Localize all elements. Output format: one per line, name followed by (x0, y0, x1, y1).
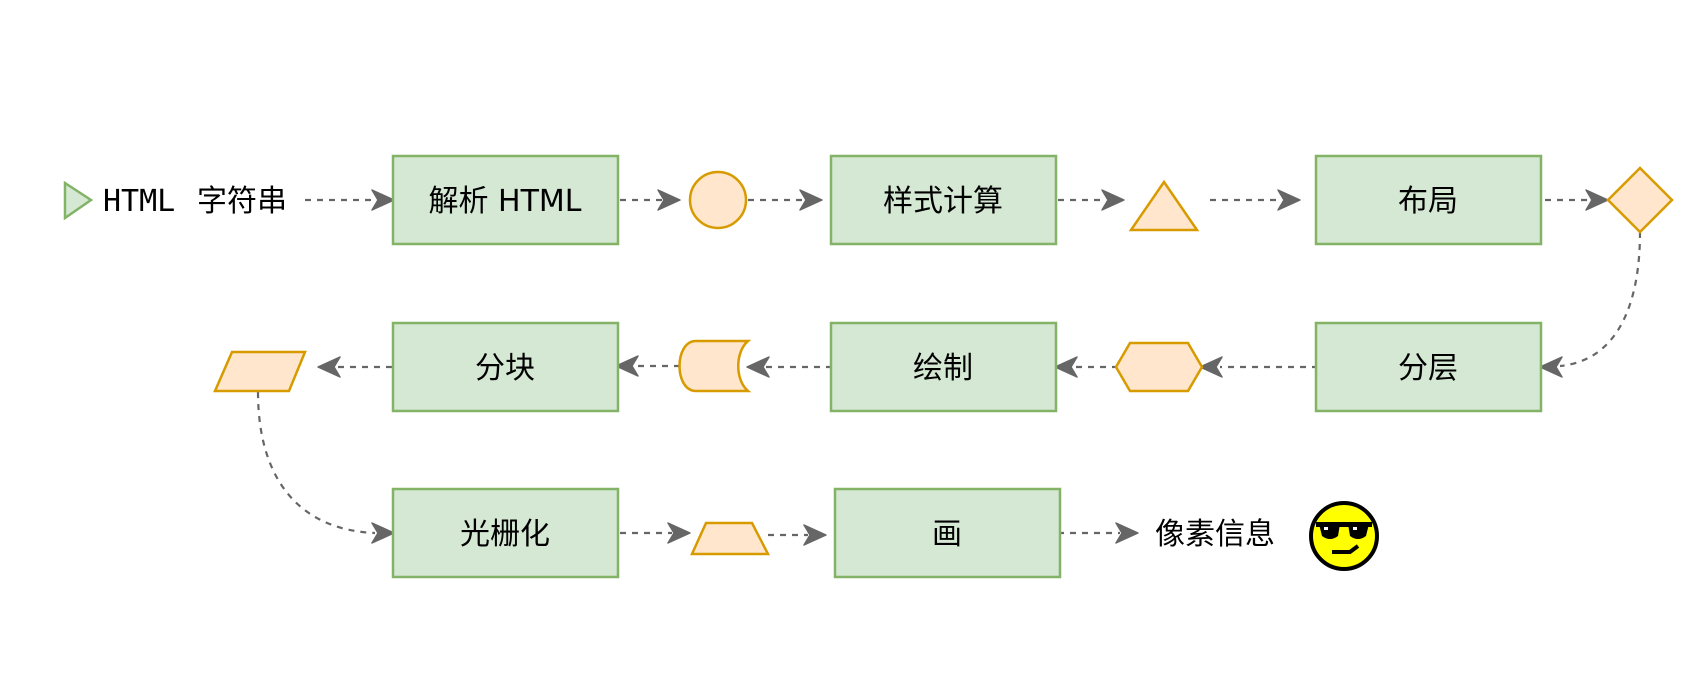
arrowhead-right (371, 522, 395, 544)
diamond-shape (1606, 166, 1674, 234)
step-box (391, 321, 620, 413)
arrowhead-right (799, 189, 823, 211)
step-box (391, 487, 620, 579)
arrowhead-right (371, 189, 395, 211)
arrowhead-right (1277, 189, 1301, 211)
step-box (1314, 154, 1543, 246)
hexagon-shape (1114, 341, 1204, 393)
step-box (829, 321, 1058, 413)
step-label: 分块 (475, 351, 535, 386)
trapezoid-shape (690, 521, 771, 556)
arrowhead-left (1199, 356, 1223, 378)
arrowhead-right (1585, 189, 1609, 211)
step-parse-html: 解析 HTML (391, 154, 620, 246)
arrowhead-right (657, 189, 681, 211)
step-style-calc: 样式计算 (829, 154, 1058, 246)
step-label: 分层 (1398, 351, 1458, 386)
arrowhead-left (317, 356, 341, 378)
step-box (1314, 321, 1543, 413)
step-label: 光栅化 (460, 517, 550, 552)
arrowhead-right (667, 522, 691, 544)
arrowhead-left (1054, 356, 1078, 378)
step-label: 画 (932, 517, 962, 552)
edge-parallelogram-to-raster (256, 391, 376, 535)
parallelogram-shape (213, 350, 307, 393)
arrowhead-right (1101, 189, 1125, 211)
step-layout: 布局 (1314, 154, 1543, 246)
step-box (391, 154, 620, 246)
triangle-shape (1128, 179, 1200, 232)
step-label: 样式计算 (883, 184, 1003, 219)
step-box (829, 154, 1058, 246)
step-label: 绘制 (913, 351, 973, 386)
circle-shape (688, 170, 748, 230)
edges (256, 198, 1642, 537)
start-label-string: 字符串 (197, 184, 287, 219)
step-raster: 光栅化 (391, 487, 620, 579)
end-label-pixels: 像素信息 (1155, 517, 1275, 552)
arrowhead-right (803, 524, 827, 546)
arrowhead-right (1115, 522, 1139, 544)
step-paint: 绘制 (829, 321, 1058, 413)
step-tile: 分块 (391, 321, 620, 413)
arrow-heads (317, 189, 1609, 546)
step-label: 解析 HTML (428, 184, 581, 219)
start-triangle-icon (63, 180, 94, 221)
step-box (833, 487, 1062, 579)
sunglasses-smiley-icon (1309, 501, 1379, 571)
delay-shape (678, 339, 752, 393)
step-draw: 画 (833, 487, 1062, 579)
arrowhead-left (1539, 356, 1563, 378)
step-label: 布局 (1398, 184, 1458, 219)
arrowhead-left (615, 355, 639, 377)
step-layer: 分层 (1314, 321, 1543, 413)
start-label-html: HTML (103, 184, 175, 219)
arrowhead-left (746, 356, 770, 378)
edge-diamond-to-layer (1559, 231, 1642, 368)
